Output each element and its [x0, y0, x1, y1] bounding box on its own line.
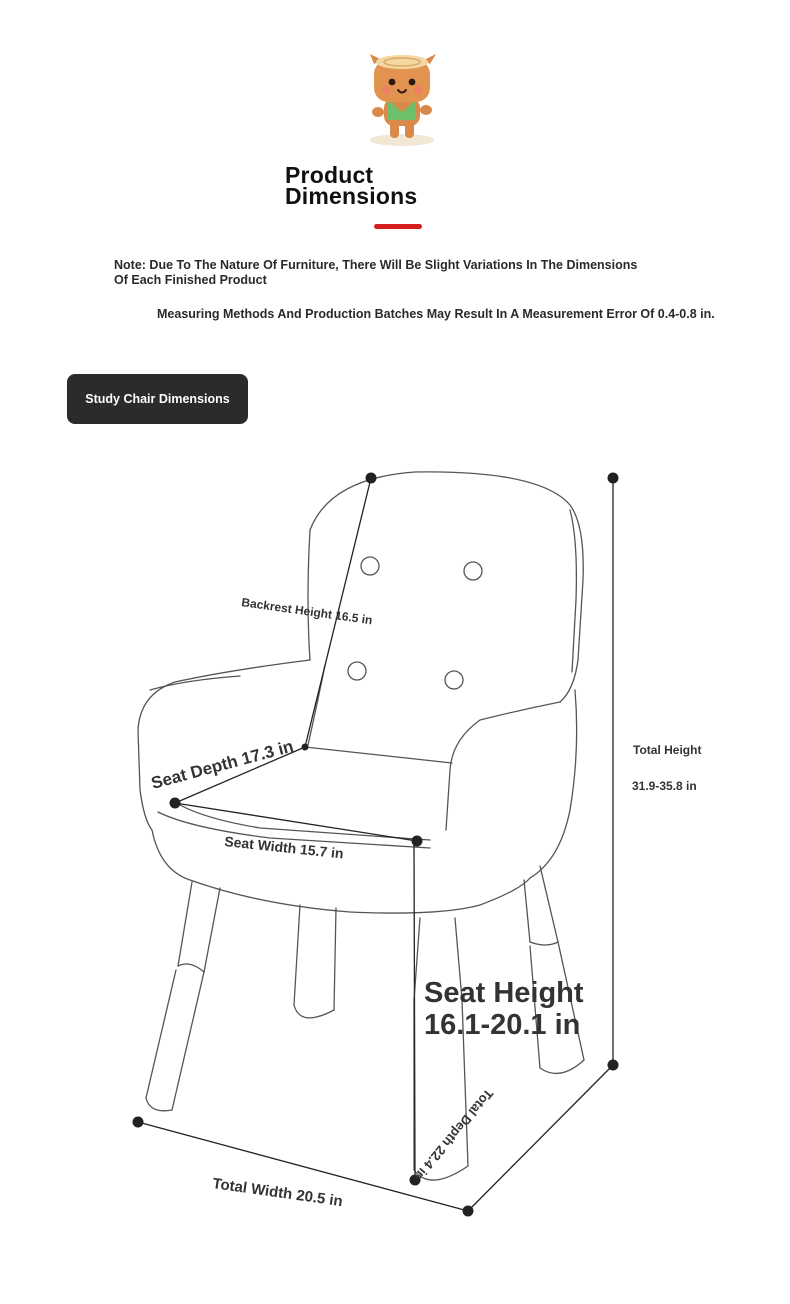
note-variation: Note: Due To The Nature Of Furniture, Th… [114, 258, 638, 287]
point-seat-height-floor [409, 1174, 421, 1186]
mascot-icon [362, 50, 442, 148]
backrest-height-line [304, 477, 372, 748]
point-backrest-bottom [301, 743, 309, 751]
page-title-line1: Product [285, 162, 374, 188]
total-width-label: Total Width 20.5 in [211, 1175, 343, 1210]
dimension-points [132, 472, 619, 1217]
seat-depth-label: Seat Depth 17.3 in [149, 737, 295, 793]
point-width-left [132, 1116, 144, 1128]
chair-dimension-diagram: Backrest Height 16.5 in Seat Depth 17.3 … [132, 471, 701, 1217]
point-total-height-bottom [607, 1059, 619, 1071]
point-seat-front-right [411, 835, 423, 847]
page-title: Product Dimensions [285, 162, 418, 209]
point-total-height-top [607, 472, 619, 484]
chair-drawing [137, 471, 585, 1181]
study-chair-dimensions-tab[interactable]: Study Chair Dimensions [67, 374, 248, 424]
backrest-height-label: Backrest Height 16.5 in [241, 595, 374, 627]
total-depth-label: Total Depth 22.4 in [411, 1086, 496, 1183]
total-width-line [137, 1121, 469, 1212]
dimension-lines [137, 477, 614, 1212]
note-measurement-error: Measuring Methods And Production Batches… [157, 307, 715, 321]
title-underline [374, 224, 422, 229]
total-height-label: Total Height [633, 743, 701, 757]
seat-height-label-line2: 16.1-20.1 in [424, 1009, 580, 1041]
seat-width-label: Seat Width 15.7 in [224, 833, 345, 861]
total-depth-line [467, 1064, 614, 1212]
total-height-value: 31.9-35.8 in [632, 779, 697, 793]
point-backrest-top [365, 472, 377, 484]
study-chair-dimensions-tab-label: Study Chair Dimensions [85, 392, 230, 406]
seat-width-line [174, 802, 418, 842]
seat-height-line [413, 840, 416, 1181]
seat-height-label-line1: Seat Height [424, 977, 584, 1009]
seat-depth-line [174, 746, 306, 804]
point-seat-front-left [169, 797, 181, 809]
page-title-line2: Dimensions [285, 183, 418, 209]
point-width-right [462, 1205, 474, 1217]
